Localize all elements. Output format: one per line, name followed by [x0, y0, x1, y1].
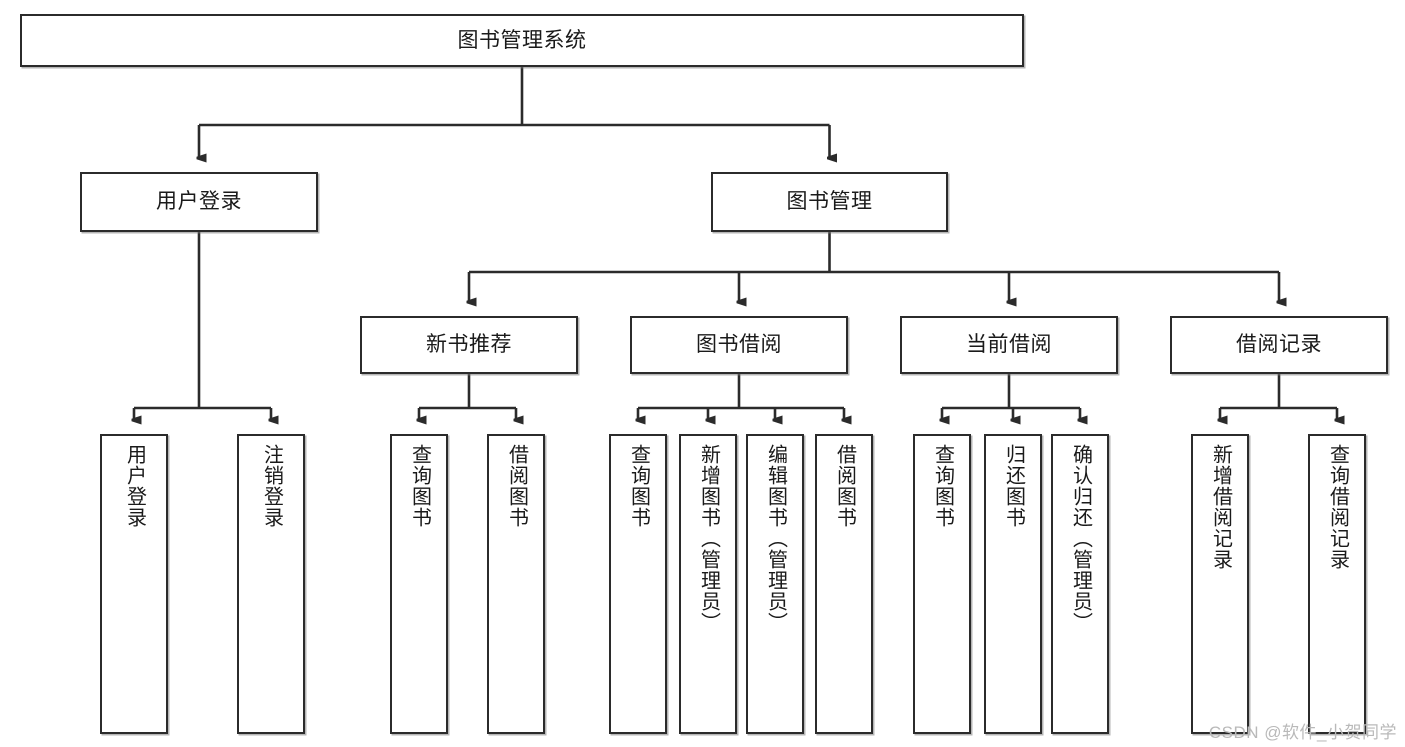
node-label: 查询图书 — [931, 444, 954, 528]
node-label: 用户登录 — [123, 444, 146, 528]
watermark-label: CSDN @软件_小贺同学 — [1208, 723, 1397, 742]
node-new-book-rec[interactable]: 新书推荐 — [360, 316, 578, 374]
node-leaf-query-book-3[interactable]: 查询图书 — [913, 434, 971, 734]
node-leaf-user-logout[interactable]: 注销登录 — [237, 434, 305, 734]
node-label: 借阅记录 — [1236, 333, 1322, 357]
node-label: 查询图书 — [408, 444, 431, 528]
node-label: 新增借阅记录 — [1209, 444, 1232, 570]
node-label: 查询图书 — [627, 444, 650, 528]
node-root[interactable]: 图书管理系统 — [20, 14, 1024, 67]
node-leaf-query-book-1[interactable]: 查询图书 — [390, 434, 448, 734]
node-label: 新增图书（管理员） — [697, 444, 720, 633]
node-leaf-edit-book-admin[interactable]: 编辑图书（管理员） — [746, 434, 804, 734]
node-leaf-borrow-book-2[interactable]: 借阅图书 — [815, 434, 873, 734]
node-leaf-borrow-book-1[interactable]: 借阅图书 — [487, 434, 545, 734]
node-label: 当前借阅 — [966, 333, 1052, 357]
node-leaf-add-book-admin[interactable]: 新增图书（管理员） — [679, 434, 737, 734]
node-leaf-add-borrow-record[interactable]: 新增借阅记录 — [1191, 434, 1249, 734]
node-leaf-query-book-2[interactable]: 查询图书 — [609, 434, 667, 734]
node-label: 归还图书 — [1002, 444, 1025, 528]
node-label: 新书推荐 — [426, 333, 512, 357]
node-label: 查询借阅记录 — [1326, 444, 1349, 570]
node-label: 编辑图书（管理员） — [764, 444, 787, 633]
node-current-borrow[interactable]: 当前借阅 — [900, 316, 1118, 374]
node-label: 图书管理系统 — [457, 28, 587, 52]
node-leaf-query-borrow-record[interactable]: 查询借阅记录 — [1308, 434, 1366, 734]
node-label: 图书借阅 — [696, 333, 782, 357]
node-leaf-return-book[interactable]: 归还图书 — [984, 434, 1042, 734]
node-label: 借阅图书 — [833, 444, 856, 528]
node-label: 确认归还（管理员） — [1069, 444, 1092, 633]
node-leaf-confirm-return-admin[interactable]: 确认归还（管理员） — [1051, 434, 1109, 734]
node-label: 注销登录 — [260, 444, 283, 528]
node-label: 用户登录 — [156, 190, 242, 214]
node-leaf-user-login[interactable]: 用户登录 — [100, 434, 168, 734]
node-user-login[interactable]: 用户登录 — [80, 172, 318, 232]
node-book-manage[interactable]: 图书管理 — [711, 172, 948, 232]
node-label: 借阅图书 — [505, 444, 528, 528]
node-borrow-record[interactable]: 借阅记录 — [1170, 316, 1388, 374]
node-label: 图书管理 — [786, 190, 873, 214]
node-book-borrow[interactable]: 图书借阅 — [630, 316, 848, 374]
